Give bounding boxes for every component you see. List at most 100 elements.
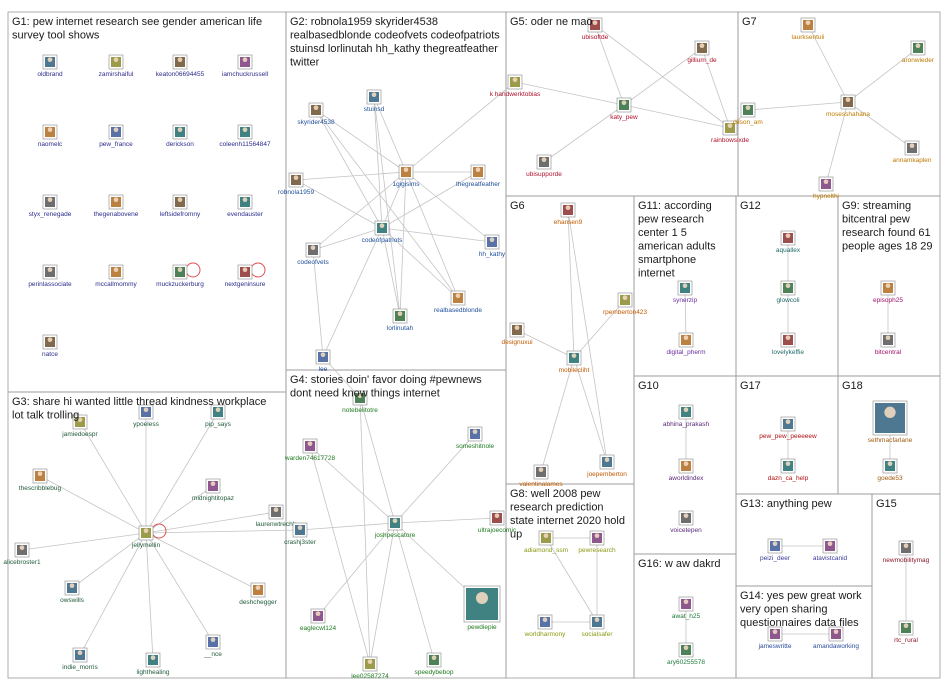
avatar-face xyxy=(456,293,461,298)
node-nce[interactable]: __nce xyxy=(203,635,222,658)
avatar-face xyxy=(490,237,495,242)
node-label: joshpescatore xyxy=(374,532,416,539)
avatar-face xyxy=(398,311,403,316)
node-label: codeofvets xyxy=(297,259,329,266)
node-label: aworldindex xyxy=(669,475,704,482)
node-label: someshitnole xyxy=(456,443,495,450)
group-title-g16: G16: w aw dakrd xyxy=(638,558,721,570)
avatar-face xyxy=(684,645,689,650)
avatar-face xyxy=(593,20,598,25)
node-sethmacfarlane[interactable]: sethmacfarlane xyxy=(868,401,913,444)
avatar-face xyxy=(144,528,149,533)
avatar-face xyxy=(70,583,75,588)
avatar-face xyxy=(216,407,221,412)
node-label: sethmacfarlane xyxy=(868,437,913,444)
node-label: episoph25 xyxy=(873,297,903,304)
node-label: ary60255578 xyxy=(667,659,705,666)
avatar-face xyxy=(476,592,488,604)
node-label: jamiedoespr xyxy=(61,431,98,438)
node-natce[interactable]: natce xyxy=(42,335,58,358)
node-label: amandaworking xyxy=(813,643,859,650)
avatar-face xyxy=(886,335,891,340)
node-label: pip_says xyxy=(205,421,231,428)
avatar-face xyxy=(178,197,183,202)
avatar-face xyxy=(114,267,119,272)
node-label: k handwerktobias xyxy=(490,91,541,98)
avatar-face xyxy=(684,335,689,340)
node-label: natce xyxy=(42,351,58,358)
avatar-face xyxy=(786,461,791,466)
node-label: annamkaplen xyxy=(892,157,931,164)
node-label: pew_france xyxy=(99,141,133,148)
node-label: awat_h25 xyxy=(672,613,701,620)
avatar-face xyxy=(38,471,43,476)
node-label: deshchegger xyxy=(239,599,277,606)
node-label: thegreatfeather xyxy=(456,181,501,188)
node-label: digital_pherm xyxy=(666,349,705,356)
avatar-face xyxy=(684,461,689,466)
node-label: leftsidefromny xyxy=(160,211,201,218)
node-label: oldbrand xyxy=(37,71,63,78)
node-label: warden74617728 xyxy=(284,455,336,462)
node-label: lovelykeffie xyxy=(772,349,804,356)
avatar-face xyxy=(114,197,119,202)
node-label: mobilecliht xyxy=(559,367,590,374)
node-label: rainbowsixde xyxy=(711,137,749,144)
avatar-face xyxy=(683,283,688,288)
avatar-face xyxy=(48,197,53,202)
avatar-face xyxy=(539,467,544,472)
group-title-g13: G13: anything pew xyxy=(740,498,832,510)
avatar-face xyxy=(888,461,893,466)
node-label: rtc_rural xyxy=(894,637,918,644)
node-label: lighthealing xyxy=(137,669,170,676)
node-label: socialsafer xyxy=(581,631,613,638)
node-label: goede53 xyxy=(877,475,903,482)
avatar-face xyxy=(566,205,571,210)
node-label: glowcoli xyxy=(776,297,799,304)
node-label: designuxui xyxy=(501,339,532,346)
node-label: atavistcanid xyxy=(813,555,848,562)
avatar-face xyxy=(515,325,520,330)
avatar-face xyxy=(773,541,778,546)
group-title-g10: G10 xyxy=(638,380,659,392)
avatar-face xyxy=(884,407,895,418)
avatar-face xyxy=(404,167,409,172)
avatar-face xyxy=(824,179,829,184)
avatar-face xyxy=(20,545,25,550)
node-label: peizi_deer xyxy=(760,555,791,562)
node-label: laurksentuli xyxy=(792,34,825,41)
node-label: jellymellin xyxy=(131,542,161,549)
avatar-face xyxy=(144,407,149,412)
node-label: 1gigisims xyxy=(392,181,420,188)
node-label: naomelc xyxy=(38,141,63,148)
node-label: robnola1959 xyxy=(278,189,315,196)
avatar-face xyxy=(886,283,891,288)
node-label: alicebroster1 xyxy=(3,559,41,566)
avatar-face xyxy=(78,650,83,655)
node-pewdiepie[interactable]: pewdiepie xyxy=(464,586,500,631)
node-label: voicetepen xyxy=(670,527,702,534)
node-label: ypoeless xyxy=(133,421,159,428)
node-label: eaglecwl124 xyxy=(300,625,337,632)
avatar-face xyxy=(746,105,751,110)
node-label: pewresearch xyxy=(578,547,616,554)
node-label: thescribblebug xyxy=(19,485,62,492)
avatar-face xyxy=(243,267,248,272)
avatar-face xyxy=(294,175,299,180)
avatar-face xyxy=(311,245,316,250)
node-label: adiamond_ssm xyxy=(524,547,568,554)
avatar-face xyxy=(904,543,909,548)
avatar-face xyxy=(432,655,437,660)
node-label: laurenwtrechlr xyxy=(256,521,298,528)
avatar-face xyxy=(308,441,313,446)
node-label: ubisoftde xyxy=(582,34,609,41)
avatar-face xyxy=(786,233,791,238)
group-title-g5: G5: oder ne mao xyxy=(510,16,593,28)
node-label: indie_morris xyxy=(62,664,98,671)
node-label: mccallmommy xyxy=(95,281,137,288)
avatar-face xyxy=(314,105,319,110)
node-label: valentinalames xyxy=(519,481,563,488)
node-label: stuinsd xyxy=(364,106,385,113)
node-label: pewdiepie xyxy=(467,624,497,631)
avatar-face xyxy=(368,659,373,664)
